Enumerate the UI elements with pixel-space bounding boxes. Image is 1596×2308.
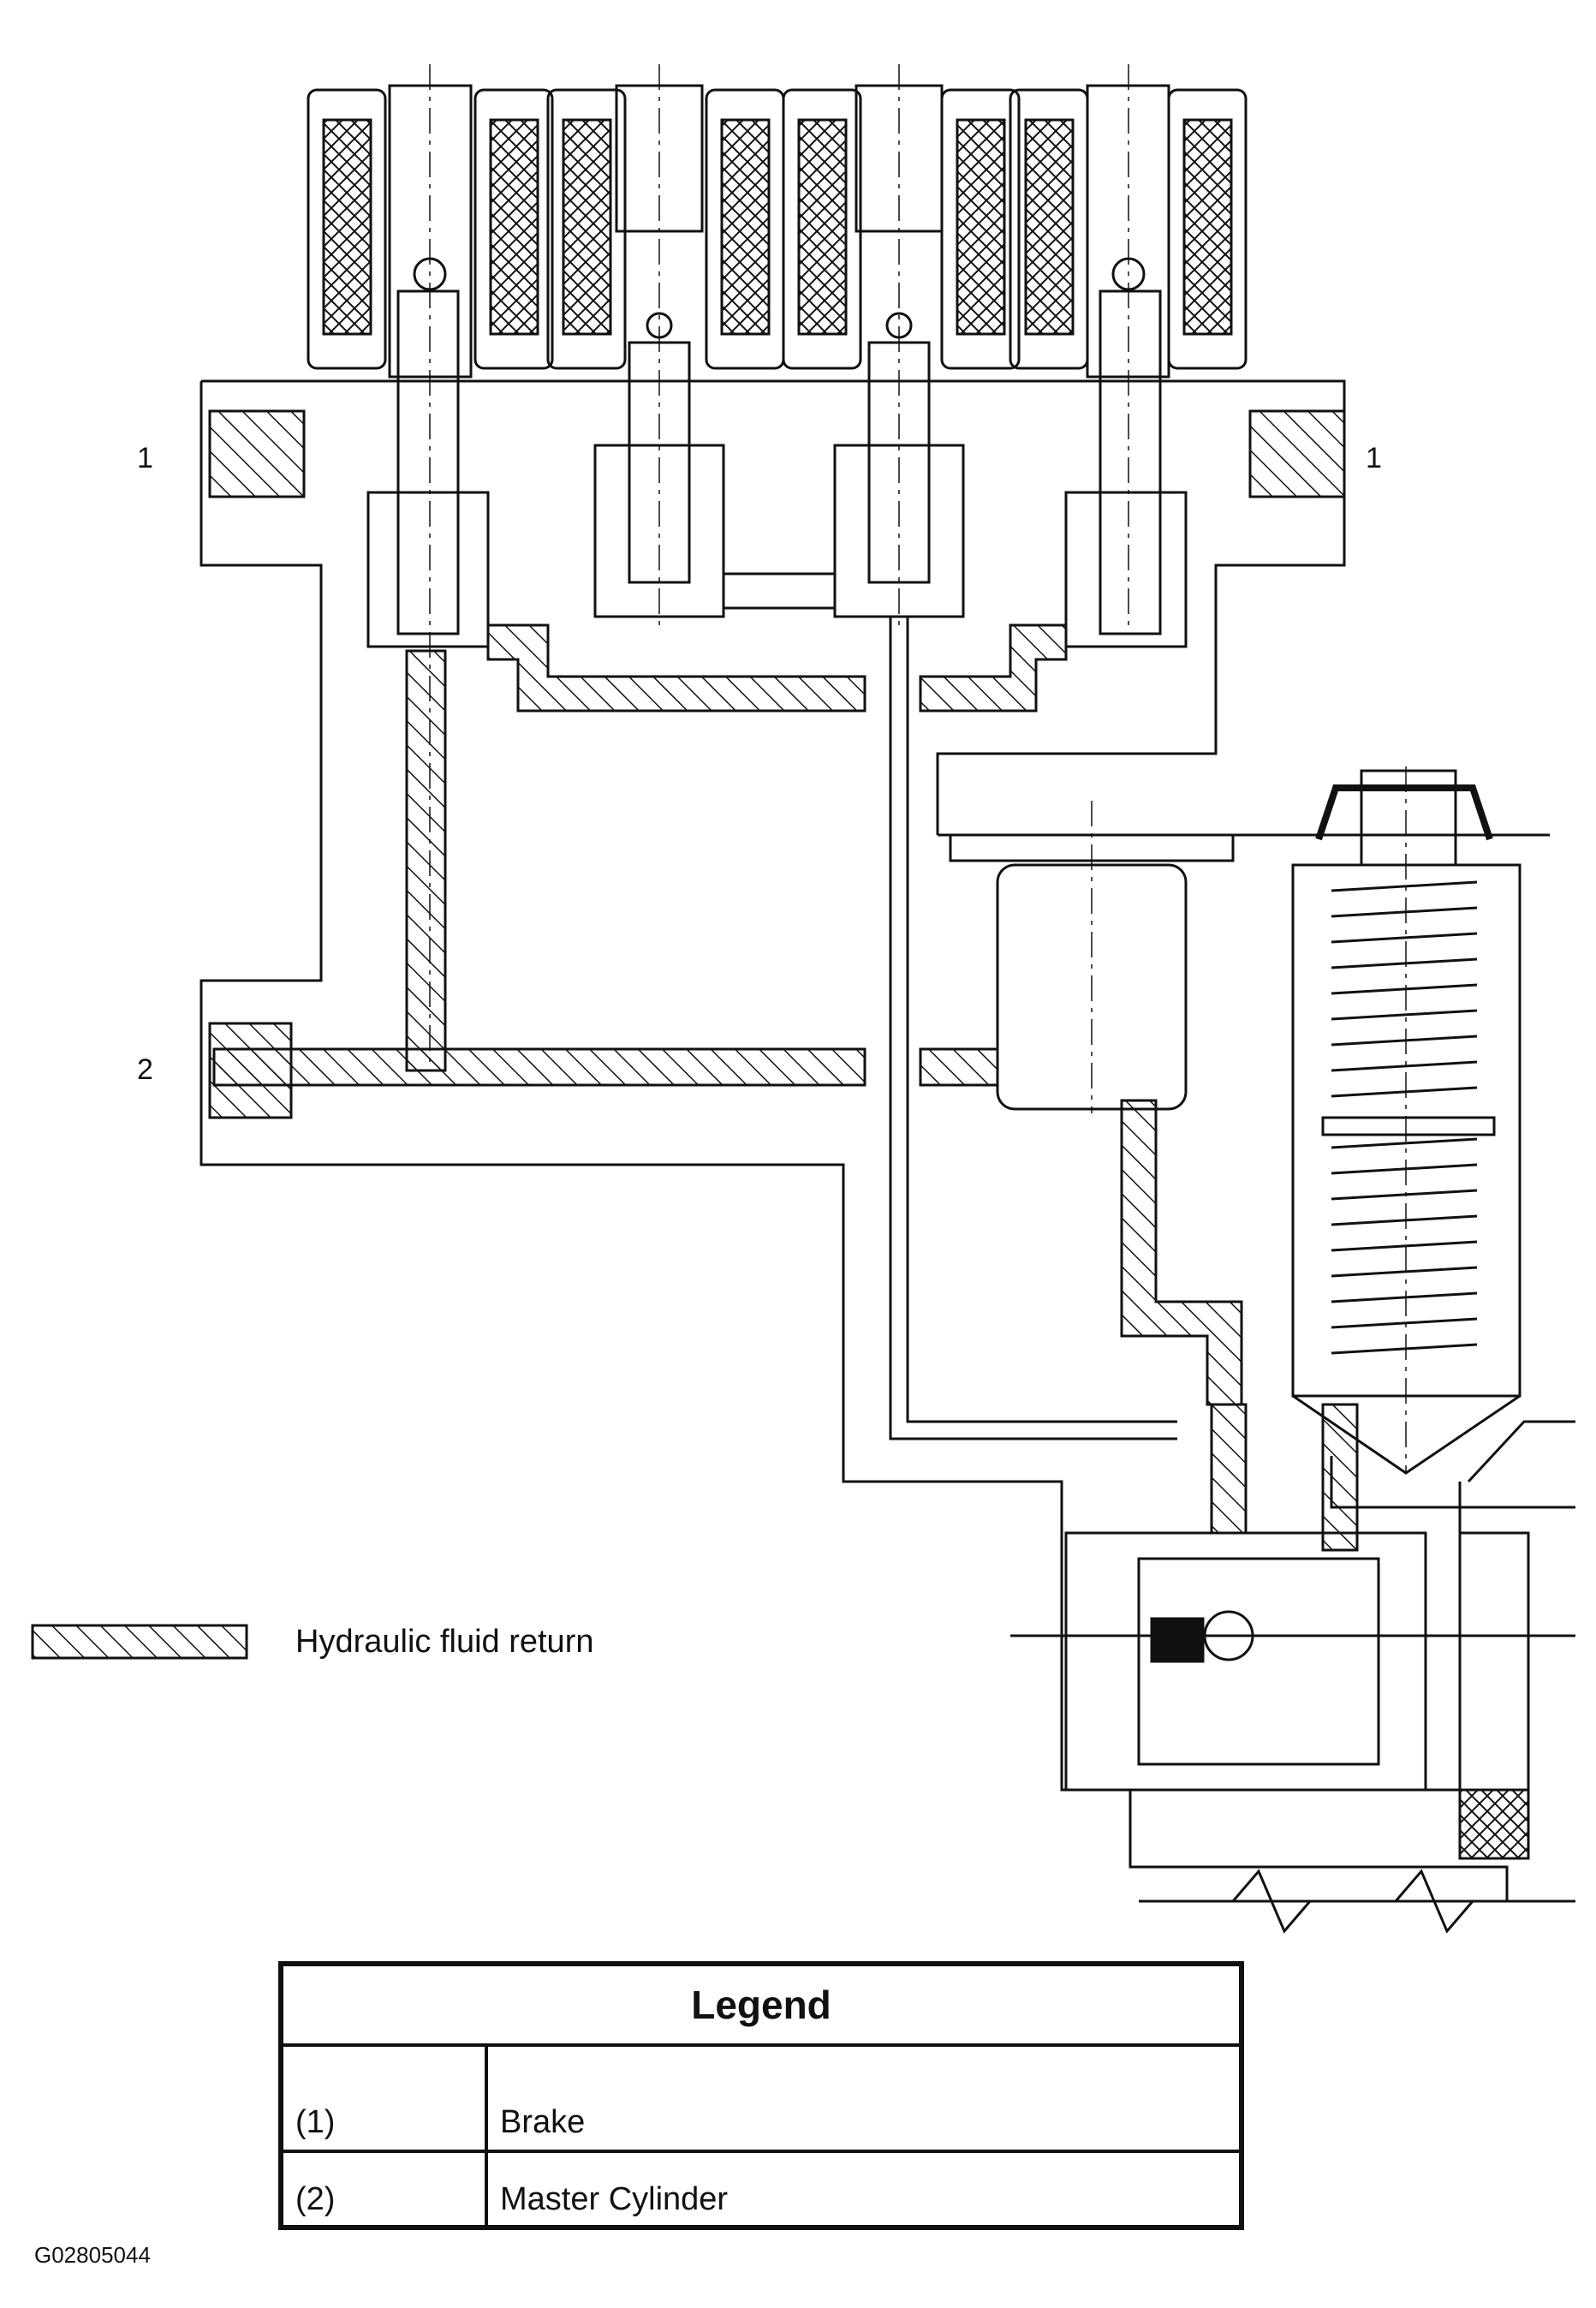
return-channels bbox=[208, 623, 1243, 1406]
figure-id: G02805044 bbox=[34, 2242, 151, 2268]
callout-brake-left: 1 bbox=[137, 442, 153, 474]
legend-table: Legend (1) Brake (2) Master Cylinder bbox=[278, 1961, 1244, 2230]
callout-brake-right: 1 bbox=[1366, 442, 1382, 474]
legend-num: (1) bbox=[279, 2043, 488, 2153]
legend-desc: Brake bbox=[485, 2043, 1243, 2153]
legend-desc: Master Cylinder bbox=[485, 2150, 1243, 2229]
base-line bbox=[1129, 1790, 1509, 1901]
hatch-key-swatch bbox=[31, 1624, 248, 1660]
hydraulic-return-label: Hydraulic fluid return bbox=[295, 1624, 594, 1660]
brake-port-right bbox=[1248, 409, 1346, 498]
brake-port-left bbox=[208, 409, 306, 498]
legend-num: (2) bbox=[279, 2150, 488, 2229]
legend-title: Legend bbox=[279, 1962, 1243, 2047]
solenoid-coils bbox=[307, 88, 1248, 370]
valve-bodies bbox=[366, 289, 1188, 648]
return-line bbox=[889, 617, 1177, 1440]
callout-master-cylinder: 2 bbox=[137, 1053, 153, 1086]
pump-assembly bbox=[1010, 1403, 1575, 1860]
